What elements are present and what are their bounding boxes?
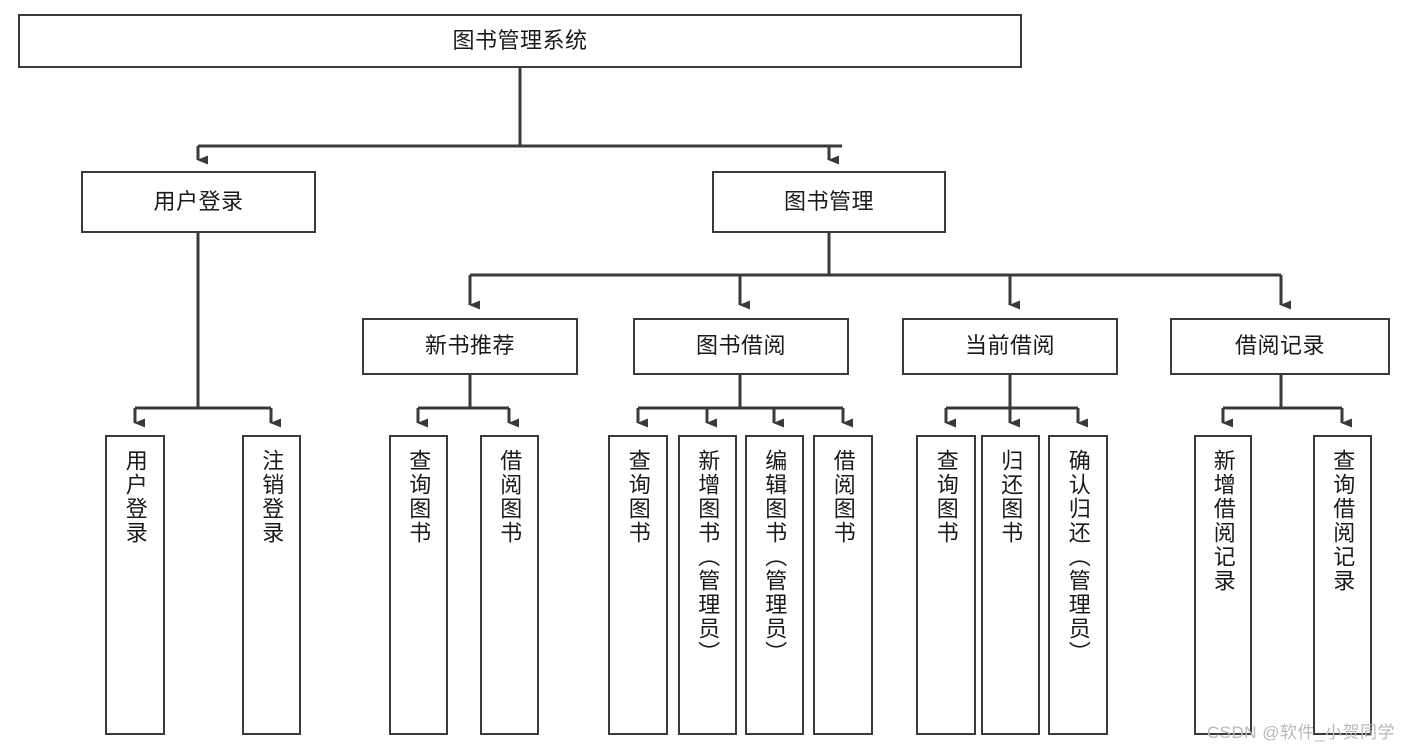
leaf-borrow-query-book[interactable]: 查询图书 bbox=[608, 435, 668, 735]
leaf-record-query-borrow-record[interactable]: 查询借阅记录 bbox=[1313, 435, 1372, 735]
node-label: 借阅图书 bbox=[497, 449, 523, 545]
leaf-current-confirm-return-admin[interactable]: 确认归还（管理员） bbox=[1048, 435, 1108, 735]
node-label: 借阅图书 bbox=[830, 449, 856, 545]
node-label: 当前借阅 bbox=[964, 333, 1055, 359]
node-label: 查询借阅记录 bbox=[1330, 449, 1356, 593]
leaf-current-query-book[interactable]: 查询图书 bbox=[916, 435, 976, 735]
node-label: 新增图书（管理员） bbox=[695, 449, 721, 665]
node-label: 用户登录 bbox=[122, 449, 148, 545]
node-label: 查询图书 bbox=[933, 449, 959, 545]
watermark-text: CSDN @软件_小贺同学 bbox=[1206, 723, 1395, 742]
node-label: 借阅记录 bbox=[1234, 333, 1325, 359]
leaf-recommend-borrow-book[interactable]: 借阅图书 bbox=[480, 435, 539, 735]
node-label: 归还图书 bbox=[998, 449, 1024, 545]
node-label: 用户登录 bbox=[153, 188, 244, 214]
node-label: 图书管理 bbox=[783, 188, 874, 214]
node-label: 新书推荐 bbox=[424, 333, 515, 359]
leaf-borrow-add-book-admin[interactable]: 新增图书（管理员） bbox=[678, 435, 737, 735]
leaf-borrow-edit-book-admin[interactable]: 编辑图书（管理员） bbox=[745, 435, 804, 735]
node-user-login[interactable]: 用户登录 bbox=[81, 171, 316, 233]
leaf-record-add-borrow-record[interactable]: 新增借阅记录 bbox=[1194, 435, 1252, 735]
node-label: 确认归还（管理员） bbox=[1065, 449, 1091, 665]
leaf-user-logout[interactable]: 注销登录 bbox=[242, 435, 301, 735]
node-label: 查询图书 bbox=[625, 449, 651, 545]
node-label: 查询图书 bbox=[406, 449, 432, 545]
node-label: 注销登录 bbox=[259, 449, 285, 545]
node-book-borrow[interactable]: 图书借阅 bbox=[633, 318, 849, 375]
node-book-management[interactable]: 图书管理 bbox=[712, 171, 946, 233]
node-label: 新增借阅记录 bbox=[1210, 449, 1236, 593]
leaf-user-login[interactable]: 用户登录 bbox=[105, 435, 165, 735]
leaf-current-return-book[interactable]: 归还图书 bbox=[981, 435, 1040, 735]
node-new-book-recommend[interactable]: 新书推荐 bbox=[362, 318, 578, 375]
node-label: 图书借阅 bbox=[695, 333, 786, 359]
node-root-book-management-system[interactable]: 图书管理系统 bbox=[18, 14, 1022, 68]
node-label: 编辑图书（管理员） bbox=[762, 449, 788, 665]
node-current-borrow[interactable]: 当前借阅 bbox=[902, 318, 1118, 375]
leaf-borrow-borrow-book[interactable]: 借阅图书 bbox=[813, 435, 873, 735]
node-borrow-record[interactable]: 借阅记录 bbox=[1170, 318, 1390, 375]
leaf-recommend-query-book[interactable]: 查询图书 bbox=[389, 435, 448, 735]
node-label: 图书管理系统 bbox=[452, 27, 588, 53]
